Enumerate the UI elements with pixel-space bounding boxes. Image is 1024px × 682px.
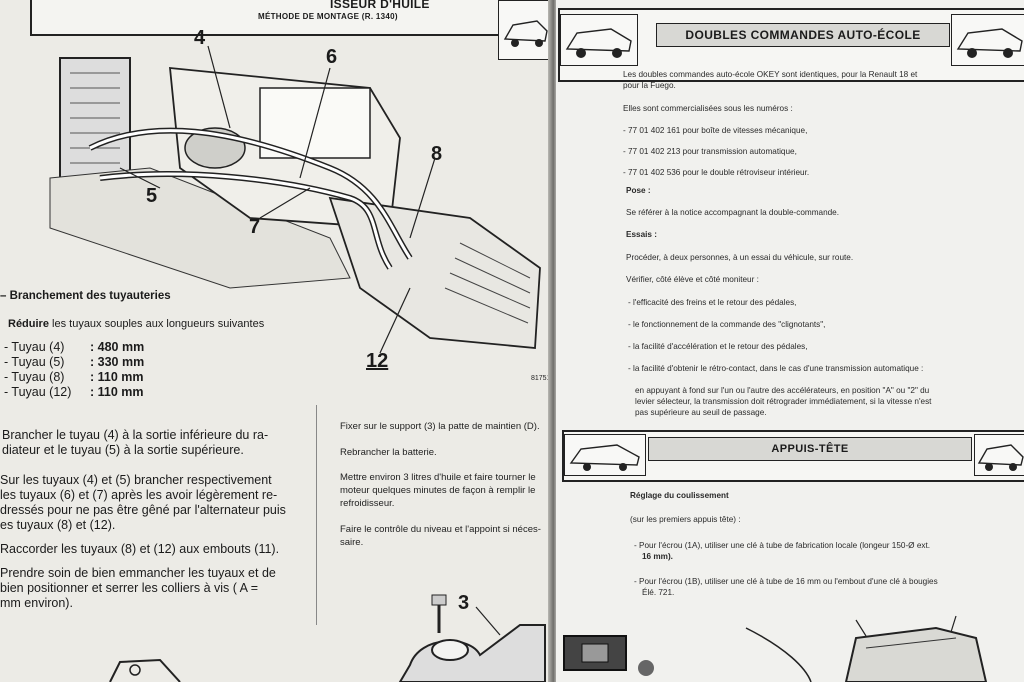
reduce-keyword: Réduire xyxy=(8,318,49,330)
length-value: : 480 mm xyxy=(90,340,145,354)
body-line: - 77 01 402 161 pour boîte de vitesses m… xyxy=(623,126,808,135)
left-page: ISSEUR D'HUILE MÉTHODE DE MONTAGE (R. 13… xyxy=(0,0,552,682)
car-icon xyxy=(569,444,640,471)
body-heading: Pose : xyxy=(626,186,651,195)
body-line: (sur les premiers appuis tête) : xyxy=(630,515,741,524)
car-icon xyxy=(956,28,1023,58)
body-line: - Pour l'écrou (1B), utiliser une clé à … xyxy=(634,577,938,586)
car-icon xyxy=(977,444,1024,471)
right-page: DOUBLES COMMANDES AUTO-ÉCOLE Les doubles… xyxy=(556,0,1024,682)
body-line: pas supérieure au seuil de passage. xyxy=(635,408,767,417)
paragraph-line: moteur quelques minutes de façon à rempl… xyxy=(340,485,536,496)
left-header-bar xyxy=(30,0,504,36)
paragraph-line: Brancher le tuyau (4) à la sortie inféri… xyxy=(2,428,269,442)
callout-4: 4 xyxy=(194,27,206,49)
paragraph-line: les tuyaux (6) et (7) après les avoir lé… xyxy=(0,488,278,502)
body-line: - 77 01 402 213 pour transmission automa… xyxy=(623,147,797,156)
body-line: - l'efficacité des freins et le retour d… xyxy=(628,298,797,307)
left-header-title: ISSEUR D'HUILE xyxy=(330,0,430,11)
length-name: - Tuyau (5) xyxy=(4,355,65,369)
paragraph-line: Raccorder les tuyaux (8) et (12) aux emb… xyxy=(0,542,280,556)
body-line: Vérifier, côté élève et côté moniteur : xyxy=(626,275,759,284)
callout-3: 3 xyxy=(458,592,470,614)
paragraph-line: Mettre environ 3 litres d'huile et faire… xyxy=(340,472,536,483)
section-title: – Branchement des tuyauteries xyxy=(0,290,171,302)
car-icon xyxy=(503,20,548,47)
section-title-auto-ecole: DOUBLES COMMANDES AUTO-ÉCOLE xyxy=(656,23,950,47)
body-line: Se référer à la notice accompagnant la d… xyxy=(626,208,839,217)
callout-7: 7 xyxy=(249,216,261,238)
body-heading: Essais : xyxy=(626,230,657,239)
body-line: Élé. 721. xyxy=(642,588,675,597)
body-line: en appuyant à fond sur l'un ou l'autre d… xyxy=(635,386,930,395)
body-line: pour la Fuego. xyxy=(623,81,676,90)
paragraph-line: diateur et le tuyau (5) à la sortie supé… xyxy=(2,443,244,457)
body-line: - la facilité d'obtenir le rétro-contact… xyxy=(628,364,924,373)
body-line: Les doubles commandes auto-école OKEY so… xyxy=(623,70,918,79)
length-value: : 330 mm xyxy=(90,355,145,369)
support-bracket-diagram xyxy=(398,594,546,682)
section-car-thumbnail-left xyxy=(560,14,638,66)
paragraph-line: Rebrancher la batterie. xyxy=(340,447,437,458)
section-car-thumbnail-right xyxy=(951,14,1024,66)
paragraph-line: Fixer sur le support (3) la patte de mai… xyxy=(340,421,540,432)
body-line: - Pour l'écrou (1A), utiliser une clé à … xyxy=(634,541,931,550)
body-line: - la facilité d'accélération et le retou… xyxy=(628,342,808,351)
length-name: - Tuyau (12) xyxy=(4,385,72,399)
oil-cooler-engine-diagram xyxy=(49,45,541,354)
paragraph-line: Sur les tuyaux (4) et (5) brancher respe… xyxy=(0,473,272,487)
paragraph-line: bien positionner et serrer les colliers … xyxy=(0,581,259,595)
paragraph-line: dressés pour ne pas être gêné par l'alte… xyxy=(0,503,286,517)
callout-5: 5 xyxy=(146,185,158,207)
headrest-car-thumbnail-left xyxy=(564,434,646,476)
paragraph-line: mm environ). xyxy=(0,596,73,610)
section-title-appuis-tete: APPUIS-TÊTE xyxy=(648,437,972,461)
body-line: - 77 01 402 536 pour le double rétrovise… xyxy=(623,168,810,177)
length-value: : 110 mm xyxy=(90,370,144,384)
body-line: - le fonctionnement de la commande des "… xyxy=(628,320,826,329)
paragraph-line: es tuyaux (8) et (12). xyxy=(0,518,116,532)
body-line: Elles sont commercialisées sous les numé… xyxy=(623,104,793,113)
reduce-instruction: Réduire les tuyaux souples aux longueurs… xyxy=(8,317,264,332)
bottom-left-figure xyxy=(109,658,181,682)
figure-reference: 81751 xyxy=(531,375,551,382)
callout-12: 12 xyxy=(366,350,389,372)
body-line: Procéder, à deux personnes, à un essai d… xyxy=(626,253,854,262)
car-icon xyxy=(565,28,632,58)
headrest-tool-diagram xyxy=(563,615,988,682)
length-name: - Tuyau (8) xyxy=(4,370,65,384)
paragraph-line: saire. xyxy=(340,537,364,548)
length-name: - Tuyau (4) xyxy=(4,340,65,354)
paragraph-line: Faire le contrôle du niveau et l'appoint… xyxy=(340,524,541,535)
reduce-text: les tuyaux souples aux longueurs suivant… xyxy=(48,318,265,330)
body-line: 16 mm). xyxy=(642,552,673,561)
length-value: : 110 mm xyxy=(90,385,144,399)
callout-6: 6 xyxy=(326,46,338,68)
callout-8: 8 xyxy=(431,143,443,165)
body-heading: Réglage du coulissement xyxy=(630,491,729,500)
header-car-thumbnail xyxy=(498,0,552,60)
paragraph-line: refroidisseur. xyxy=(340,498,395,509)
column-divider xyxy=(316,405,317,625)
headrest-car-thumbnail-right xyxy=(974,434,1024,476)
left-header-method: MÉTHODE DE MONTAGE (R. 1340) xyxy=(258,12,398,21)
body-line: levier sélecteur, la transmission doit r… xyxy=(635,397,932,406)
paragraph-line: Prendre soin de bien emmancher les tuyau… xyxy=(0,566,276,580)
